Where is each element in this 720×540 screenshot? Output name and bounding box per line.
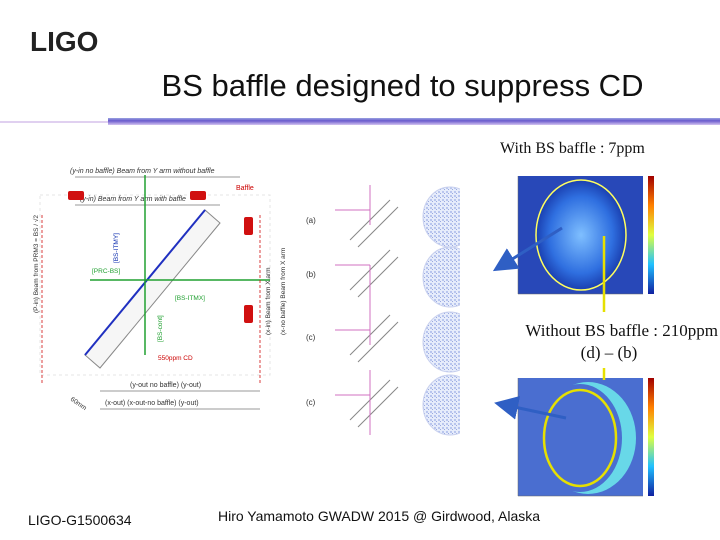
left-label: (P-in) Beam from PRM3 = BS / √2 [32,215,40,313]
logo-text: LIGO [30,26,98,56]
prc-bs-label: [PRC-BS] [92,268,120,275]
bs-cont-label: [BS-cont] [157,315,164,342]
baffle-label: Baffle [236,185,254,192]
row-label-a: (a) [306,216,316,225]
title-rule-left [0,121,108,123]
baffle-top-left [68,191,84,200]
bottom-label-1: (y-out no baffle) (y-out) [130,382,201,389]
row-label-d: (c) [306,398,316,407]
baffle-right-lower [244,305,253,323]
ppm-label: 550ppm CD [158,355,193,362]
baffle-right-upper [244,217,253,235]
bs-itmx-label: [BS-ITMX] [175,295,205,302]
baffle-top-right [190,191,206,200]
right-label-2: (x-no baffle) Beam from X arm [280,248,287,335]
row-label-c: (c) [306,333,316,342]
bs-itmy-label: [BS-ITMY] [113,233,120,263]
arrow-to-d [494,395,567,420]
top-label-1: (y-in no baffle) Beam from Y arm without… [70,168,215,175]
caption-formula: (d) – (b) [580,343,638,362]
caption-with-baffle: With BS baffle : 7ppm [500,140,645,157]
highlight-ellipse [542,388,618,488]
heatmap-without-baffle [508,372,663,510]
title-rule [108,118,720,125]
caption-without-baffle: Without BS baffle : 210ppm (d) – (b) [470,320,718,364]
document-id: LIGO-G1500634 [28,512,132,528]
footer-citation: Hiro Yamamoto GWADW 2015 @ Girdwood, Ala… [218,508,541,524]
right-label-1: (x-in) Beam from X arm [265,267,272,335]
top-label-2: (y-in) Beam from Y arm with baffle [80,196,186,203]
bottom-label-2: (x-out) (x-out-no baffle) (y-out) [105,400,199,407]
arrow-to-b [492,226,563,272]
row-label-b: (b) [306,270,316,279]
ligo-logo: LIGO [30,26,112,57]
caption-without-baffle-text: Without BS baffle : 210ppm [525,321,718,340]
slide-title: BS baffle designed to suppress CD [161,68,644,103]
